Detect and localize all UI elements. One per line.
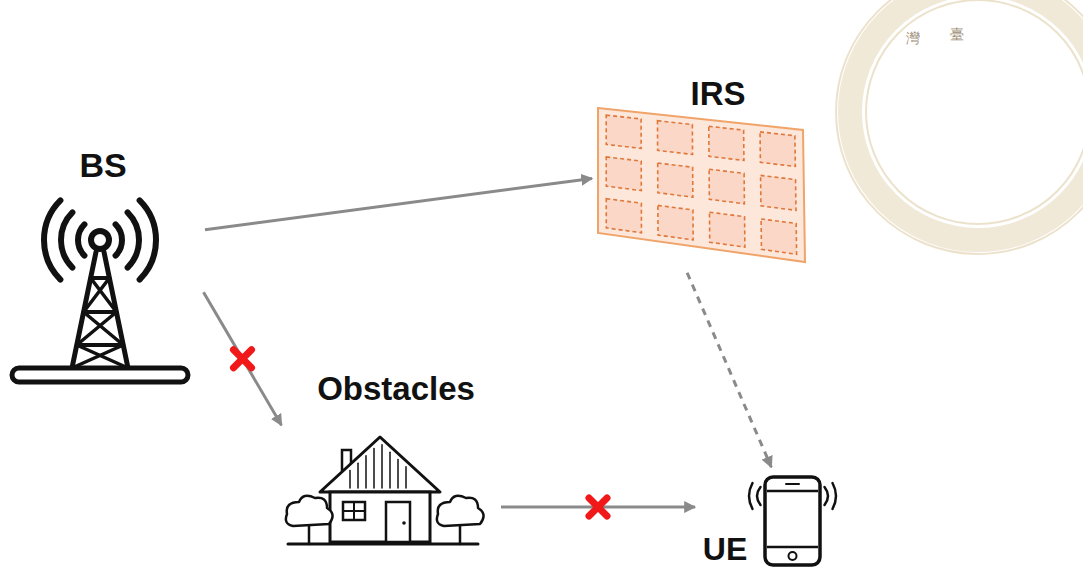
node-label: IRS: [690, 76, 745, 112]
base-station: BS: [8, 148, 202, 388]
irs-panel: IRS: [595, 70, 809, 270]
blocked-mark: [589, 498, 607, 516]
blocked-mark: [234, 350, 252, 368]
signal-arrow: [204, 292, 282, 425]
obstacle-house: Obstacles: [283, 365, 498, 550]
node-label: Obstacles: [317, 371, 475, 407]
user-phone: UE: [698, 470, 843, 572]
signal-arrow: [205, 178, 592, 229]
signal-arrow: [687, 273, 771, 467]
node-label: BS: [79, 147, 126, 184]
node-label: UE: [703, 532, 747, 567]
watermark-text: 灣: [906, 30, 920, 48]
watermark-text: 臺: [950, 26, 964, 44]
